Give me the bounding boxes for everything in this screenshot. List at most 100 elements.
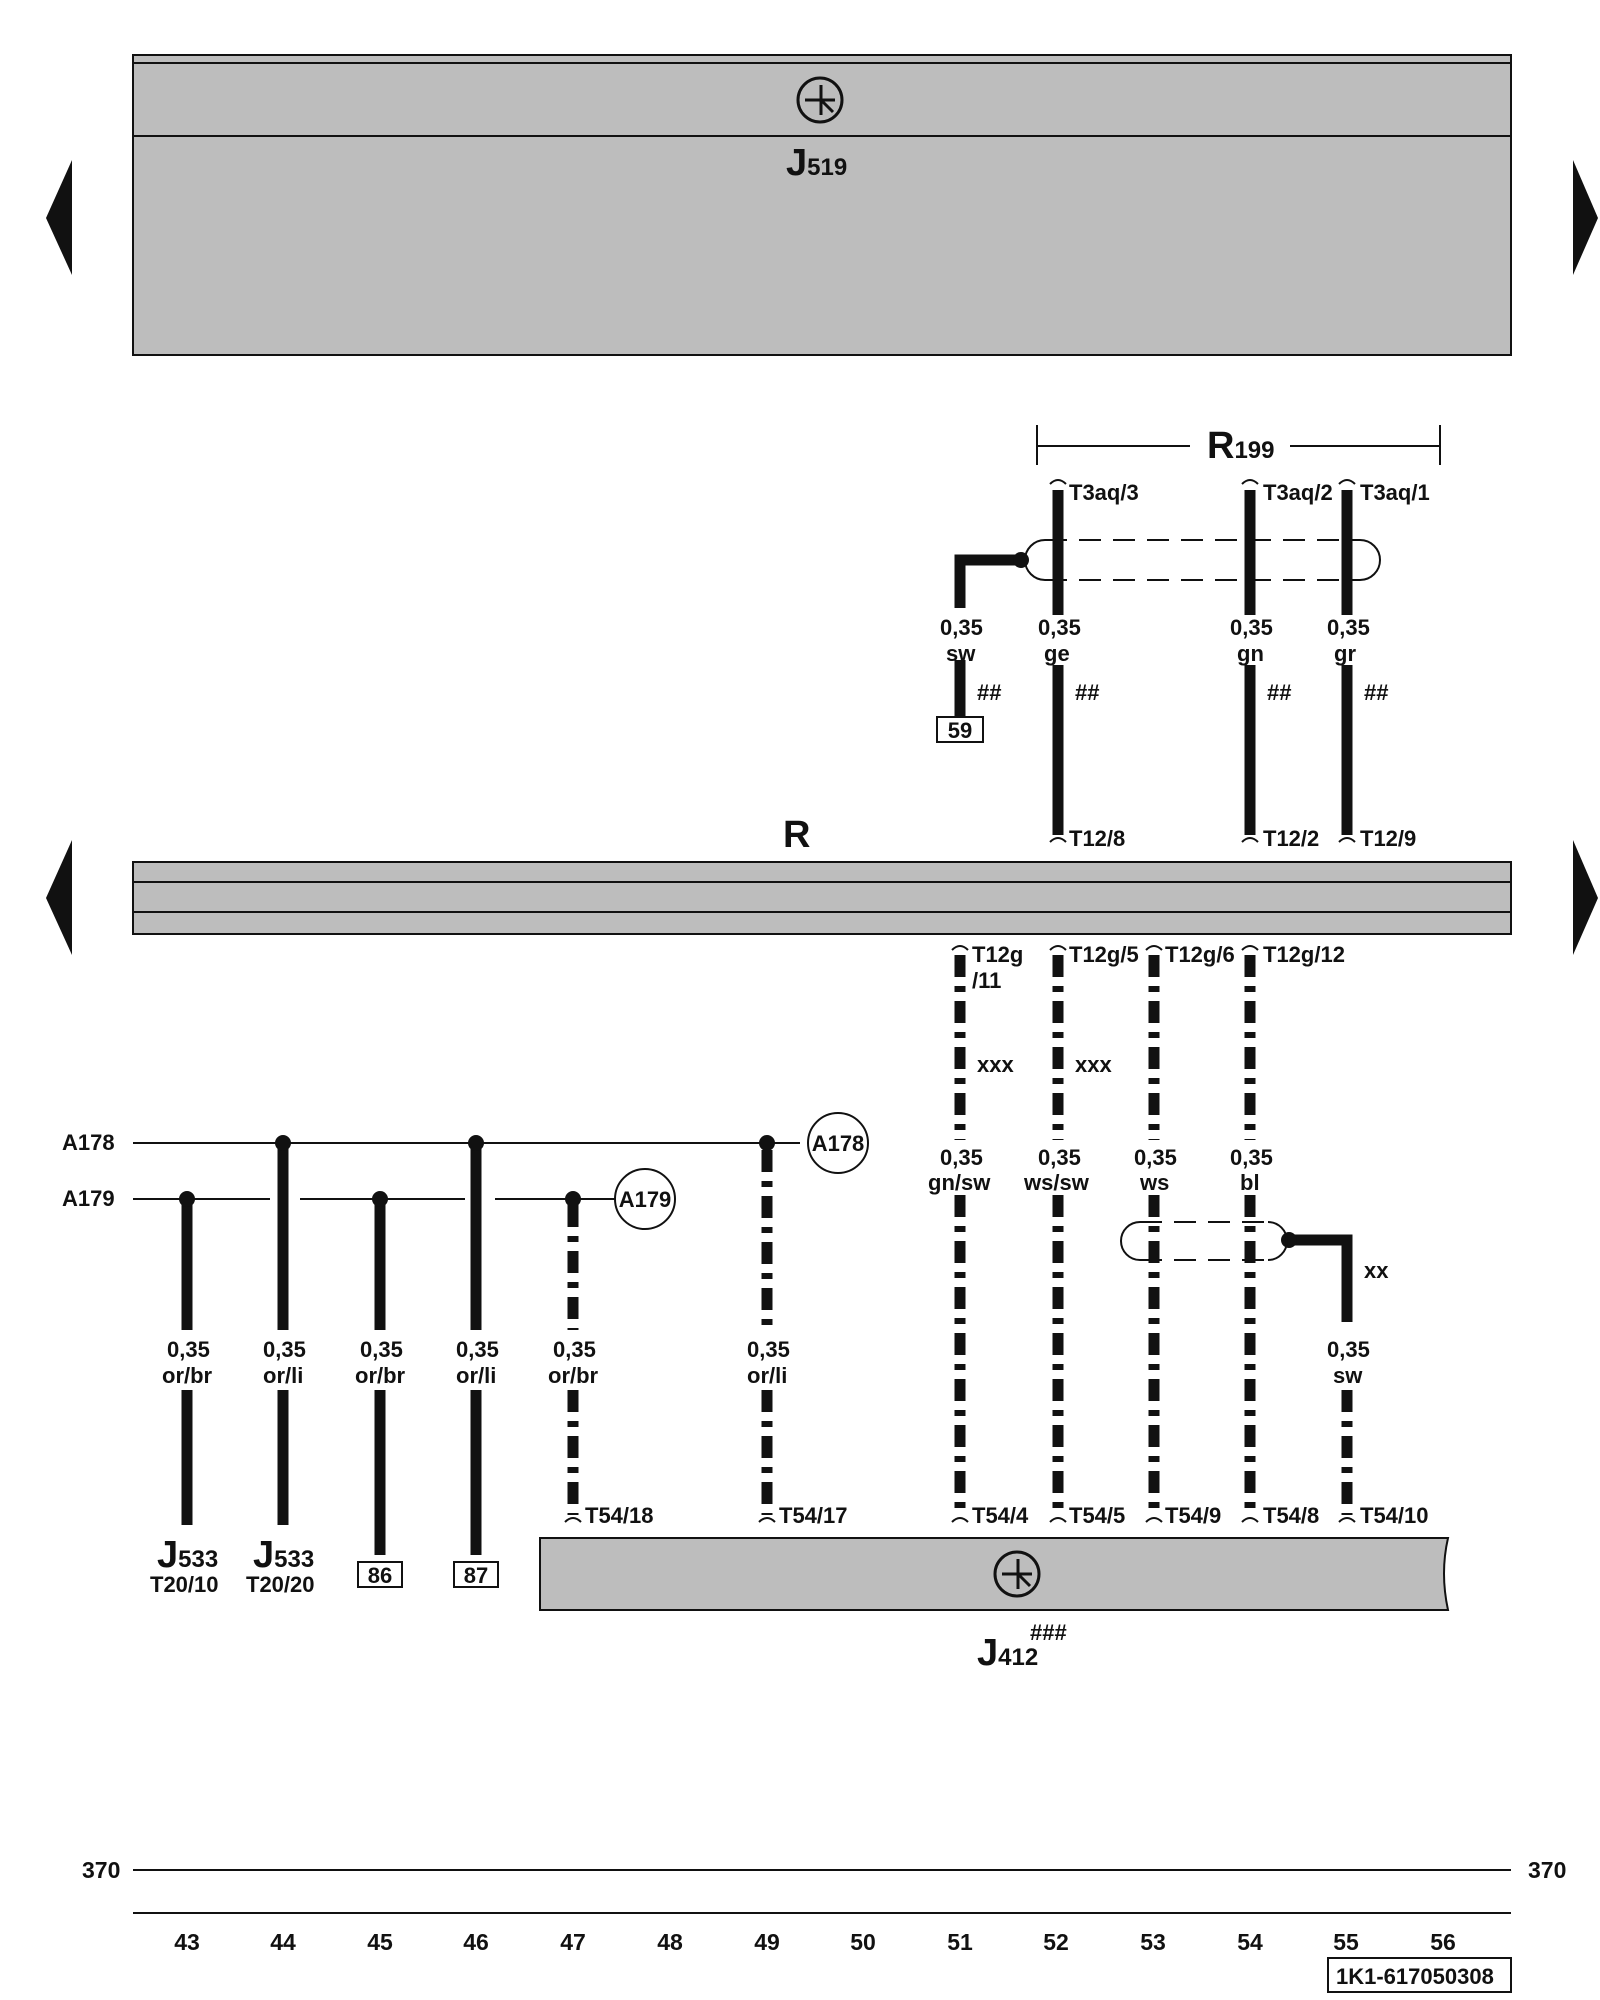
electronic-module-icon [993,1550,1041,1598]
pin-label: T12g [972,942,1023,967]
page-right-arrow-top[interactable] [1573,160,1598,275]
page-right-arrow-mid[interactable] [1573,840,1598,955]
column-number: 47 [560,1929,586,1955]
column-number: 48 [657,1929,683,1955]
wire-gauge: 0,35 [1038,1145,1081,1170]
connector-marks-antenna [1049,479,1356,485]
svg-text:T20/10: T20/10 [150,1572,219,1597]
svg-text:59: 59 [948,718,972,743]
component-radio-r: R [132,814,1512,935]
svg-text:86: 86 [368,1563,392,1588]
wire-mark: xxx [977,1052,1014,1077]
wire-gauge: 0,35 [940,615,983,640]
wire-color: or/br [162,1363,213,1388]
column-number: 54 [1237,1929,1263,1955]
terminal-87: 87 [453,1561,499,1588]
lower-dashdot-wires [567,955,1353,1515]
radio-label: R [783,814,810,856]
pin-label: T12g/12 [1263,942,1345,967]
wire-mark: ## [1267,680,1291,705]
electronic-module-icon [796,76,844,124]
wire-color: sw [1333,1363,1363,1388]
column-number: 46 [463,1929,489,1955]
bottom-pins: T54/18 T54/17 T54/4 T54/5 T54/9 T54/8 T5… [585,1503,1429,1528]
column-number: 49 [754,1929,780,1955]
lower-top-pins: T12g /11 T12g/5 T12g/6 T12g/12 [972,942,1345,993]
wire-color: bl [1240,1170,1260,1195]
wire-color: or/br [355,1363,406,1388]
bus-lines [133,1142,800,1200]
terminal-59: 59 [936,716,984,743]
wire-mark: xx [1364,1258,1389,1283]
wire-color: ws/sw [1023,1170,1090,1195]
svg-text:A178: A178 [812,1131,865,1156]
wire-color: or/br [548,1363,599,1388]
wire-gauge: 0,35 [1230,615,1273,640]
column-number: 50 [850,1929,876,1955]
bus-label-a178: A178 [62,1130,115,1155]
gateway-labels: J533 T20/10 J533 T20/20 [150,1534,315,1597]
upper-wires [954,490,1353,835]
terminal-86: 86 [357,1561,403,1588]
column-number: 45 [367,1929,393,1955]
wire-color: gn/sw [928,1170,991,1195]
connector-marks-r-bottom [951,945,1259,951]
upper-wire-specs: 0,35 sw ## 0,35 ge ## 0,35 gn ## 0,35 gr… [940,615,1388,705]
drawing-code: 1K1-617050308 [1327,1957,1512,1993]
pin-label: T12g/5 [1069,942,1139,967]
pin-label: T54/5 [1069,1503,1125,1528]
lower-solid-wires [181,1143,482,1555]
column-number: 53 [1140,1929,1166,1955]
svg-text:T20/20: T20/20 [246,1572,315,1597]
ruler-ref-left: 370 [82,1857,120,1883]
pin-label: T54/18 [585,1503,654,1528]
column-number: 44 [270,1929,296,1955]
wire-gauge: 0,35 [360,1337,403,1362]
svg-text:1K1-617050308: 1K1-617050308 [1336,1964,1494,1989]
pin-label: T12/8 [1069,826,1125,851]
ground-ruler: 370 370 [82,1857,1566,1914]
shield-drain-wire [1290,1234,1353,1300]
wire-color: gn [1237,641,1264,666]
pin-label: T54/4 [972,1503,1029,1528]
shield-loop-lower [1120,1221,1288,1261]
wire-color: or/li [456,1363,496,1388]
column-number: 56 [1430,1929,1456,1955]
ruler-ref-right: 370 [1528,1857,1566,1883]
pin-label: /11 [972,968,1001,993]
lower-wire-specs-left: 0,35 or/br 0,35 or/li 0,35 or/br 0,35 or… [162,1337,790,1388]
page-left-arrow-mid[interactable] [46,840,72,955]
bus-circle-a178: A178 [807,1112,869,1174]
wire-gauge: 0,35 [1327,1337,1370,1362]
pin-label: T12g/6 [1165,942,1235,967]
column-numbers: 43 44 45 46 47 48 49 50 51 52 53 54 55 5… [174,1929,1456,1955]
component-j519: J519 [132,54,1512,356]
svg-text:87: 87 [464,1563,488,1588]
pin-label: T54/9 [1165,1503,1221,1528]
wire-gauge: 0,35 [1038,615,1081,640]
wire-gauge: 0,35 [167,1337,210,1362]
pin-label: T3aq/2 [1263,480,1333,505]
wire-color: ws [1139,1170,1169,1195]
nav-arrows[interactable] [46,160,1598,955]
r199-label: R199 [1207,425,1275,467]
j519-label: J519 [786,142,847,184]
j412-mark: ### [1030,1620,1067,1645]
bus-circle-a179: A179 [614,1168,676,1230]
pin-label: T3aq/1 [1360,480,1430,505]
svg-text:A179: A179 [619,1187,672,1212]
wire-gauge: 0,35 [1134,1145,1177,1170]
wire-color: gr [1334,641,1356,666]
pin-label: T54/10 [1360,1503,1429,1528]
wire-color: ge [1044,641,1070,666]
pin-label: T12/9 [1360,826,1416,851]
pin-label: T3aq/3 [1069,480,1139,505]
shield-loop [1024,539,1381,581]
svg-text:J533: J533 [253,1534,314,1576]
pin-label: T54/17 [779,1503,848,1528]
page-left-arrow-top[interactable] [46,160,72,275]
wire-mark: ## [1364,680,1388,705]
column-number: 55 [1333,1929,1359,1955]
wire-gauge: 0,35 [747,1337,790,1362]
